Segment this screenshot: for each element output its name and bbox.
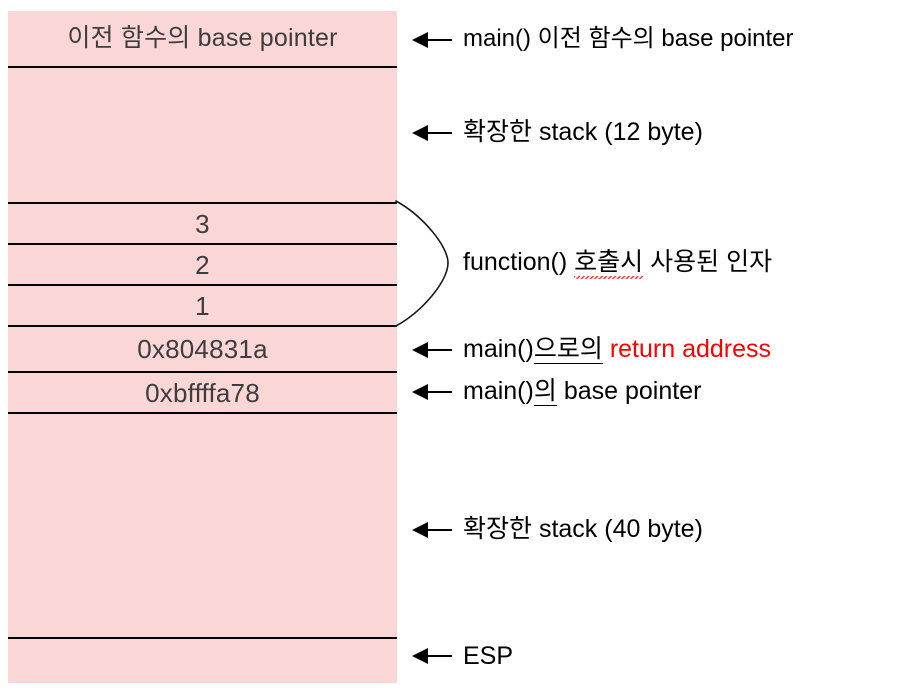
annotation-prev-base-pointer: main() 이전 함수의 base pointer (463, 27, 794, 51)
stack-divider (8, 412, 397, 414)
stack-cell-label: 0xbffffa78 (145, 377, 260, 408)
annotation-expanded-stack-40: 확장한 stack (40 byte) (463, 517, 703, 542)
arrow-prev-base-pointer (412, 30, 452, 50)
stack-cell-label: 0x804831a (137, 334, 268, 364)
arrow-head-icon (412, 125, 428, 141)
arrow-shaft (424, 132, 452, 134)
annotation-expanded-stack-12: 확장한 stack (12 byte) (463, 120, 703, 145)
stack-cell-label: 3 (195, 208, 210, 239)
stack-divider (8, 325, 397, 327)
stack-divider (8, 66, 397, 68)
annotation-esp: ESP (463, 644, 513, 669)
stack-divider (8, 371, 397, 373)
annotation-text-underlined: 으로의 (533, 335, 603, 364)
stack-column-background (8, 11, 397, 683)
stack-cell-expanded-stack-40 (8, 414, 397, 637)
arrow-head-icon (412, 32, 428, 48)
stack-divider (8, 637, 397, 639)
stack-cell-arg-2: 2 (8, 245, 397, 284)
stack-divider (8, 243, 397, 245)
annotation-text-suffix: 사용된 인자 (643, 248, 773, 276)
annotation-text: 확장한 stack (40 byte) (463, 515, 703, 543)
annotation-saved-base-pointer: main()의 base pointer (463, 377, 702, 406)
annotation-text-prefix: function() (463, 248, 575, 276)
arrow-head-icon (412, 522, 428, 538)
annotation-text-prefix: main() (463, 335, 534, 363)
stack-cell-label: 1 (195, 290, 210, 321)
stack-divider (8, 284, 397, 286)
arrow-shaft (424, 529, 452, 531)
annotation-text-suffix: base pointer (563, 377, 702, 405)
annotation-text: ESP (463, 642, 514, 670)
stack-cell-esp-slot (8, 639, 397, 683)
annotation-text-underlined: 의 (533, 377, 557, 406)
stack-cell-saved-base-pointer: 0xbffffa78 (8, 373, 397, 412)
stack-cell-arg-3: 3 (8, 204, 397, 243)
annotation-function-args: function() 호출시 사용된 인자 (463, 248, 773, 279)
arrow-shaft (424, 655, 452, 657)
stack-divider (8, 202, 397, 204)
arrow-expanded-stack-12 (412, 123, 452, 143)
arrow-expanded-stack-40 (412, 520, 452, 540)
arrow-shaft (424, 391, 452, 393)
arrow-return-address (412, 340, 452, 360)
stack-cell-prev-base-pointer: 이전 함수의 base pointer (8, 11, 397, 66)
arrow-shaft (424, 39, 452, 41)
stack-cell-arg-1: 1 (8, 286, 397, 325)
argument-group-brace (393, 198, 455, 329)
annotation-return-address: main()으로의 return address (463, 335, 772, 364)
annotation-text: 확장한 stack (12 byte) (463, 118, 703, 146)
arrow-head-icon (412, 648, 428, 664)
annotation-text-prefix: main() (463, 377, 534, 405)
stack-cell-return-address: 0x804831a (8, 327, 397, 371)
arrow-saved-base-pointer (412, 382, 452, 402)
arrow-head-icon (412, 384, 428, 400)
stack-cell-label: 2 (195, 249, 210, 280)
annotation-text-highlight: return address (609, 335, 772, 363)
arrow-head-icon (412, 342, 428, 358)
arrow-esp (412, 646, 452, 666)
stack-cell-expanded-stack-12 (8, 68, 397, 202)
stack-cell-label: 이전 함수의 base pointer (67, 24, 338, 52)
annotation-text-misspelled: 호출시 (574, 248, 644, 279)
annotation-text: main() 이전 함수의 base pointer (463, 25, 794, 52)
arrow-shaft (424, 349, 452, 351)
